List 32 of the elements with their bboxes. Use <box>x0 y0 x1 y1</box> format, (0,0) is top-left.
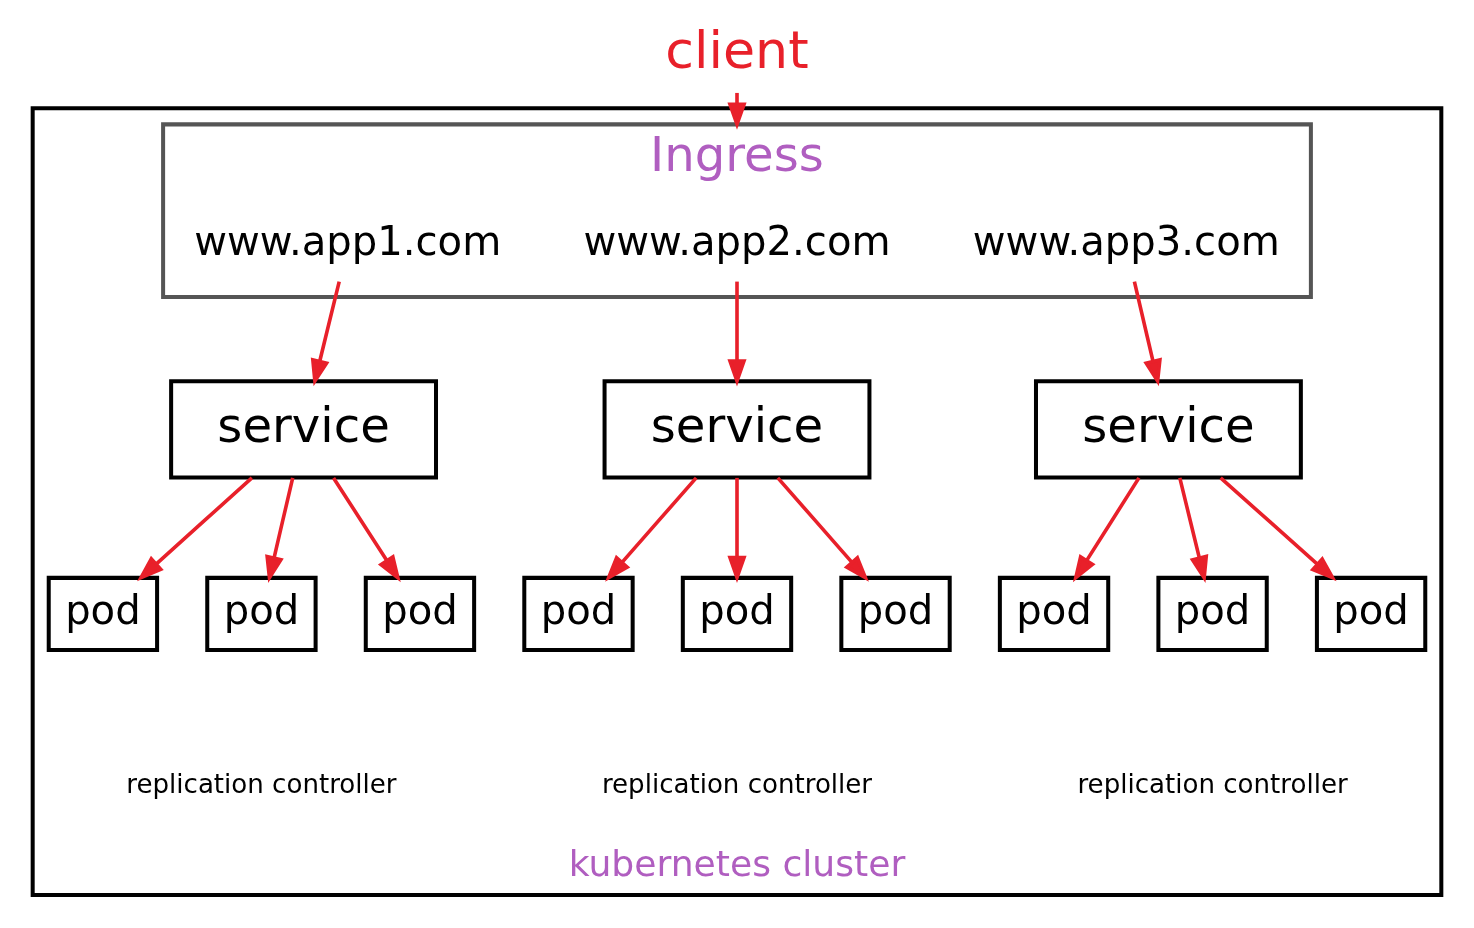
node-box: service <box>169 378 438 480</box>
node-text: www.app3.com <box>972 217 1280 264</box>
arrow <box>727 477 747 583</box>
arrow <box>310 280 341 386</box>
node-box: pod <box>363 575 477 652</box>
arrow <box>605 476 698 582</box>
label: replication controller <box>126 768 397 799</box>
label: replication controller <box>1077 768 1348 799</box>
node-box: pod <box>1314 575 1428 652</box>
node-text: www.app1.com <box>194 217 502 264</box>
arrow <box>1219 476 1337 581</box>
node-box: service <box>1034 378 1303 480</box>
arrow <box>137 476 254 581</box>
node-box: pod <box>680 575 794 652</box>
node-text: www.app2.com <box>583 217 891 264</box>
node-box: pod <box>1156 575 1269 652</box>
arrow <box>727 281 747 386</box>
label: replication controller <box>601 768 873 799</box>
arrow <box>1178 476 1209 583</box>
arrow <box>265 477 295 583</box>
arrow <box>1132 280 1162 386</box>
arrow <box>332 476 401 582</box>
node-box: pod <box>522 575 635 652</box>
node-box: pod <box>46 575 160 652</box>
node-box: pod <box>839 575 952 652</box>
arrow <box>727 92 747 130</box>
node-box: pod <box>997 575 1111 652</box>
arrow <box>776 476 869 582</box>
node-box: service <box>602 378 872 480</box>
node-text: client <box>665 19 809 80</box>
node-box: pod <box>205 575 318 652</box>
arrow <box>1072 476 1141 582</box>
